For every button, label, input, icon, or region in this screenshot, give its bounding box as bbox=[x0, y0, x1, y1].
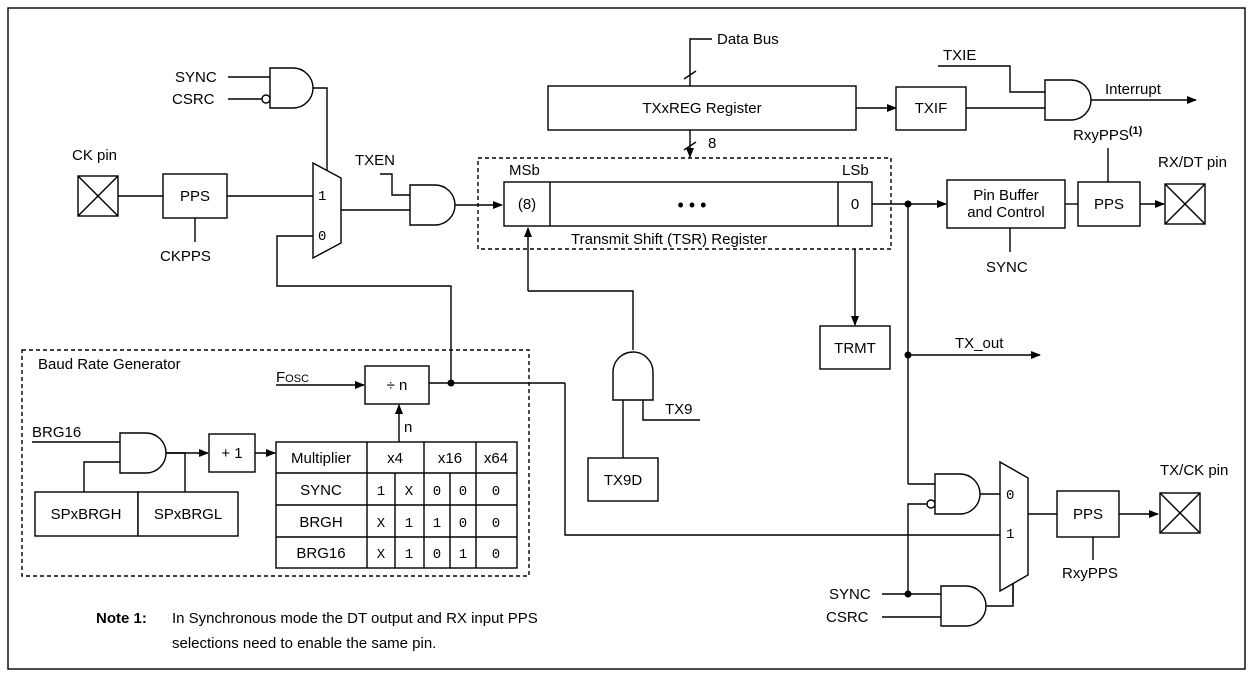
note-line-2: selections need to enable the same pin. bbox=[172, 635, 436, 652]
pin-buffer-label-1: Pin Buffer bbox=[973, 187, 1039, 204]
bus-width-label: 8 bbox=[708, 135, 716, 152]
pps-tx-block bbox=[1056, 490, 1120, 538]
and-gate-txen bbox=[409, 184, 456, 226]
table-cell: 0 bbox=[492, 484, 500, 500]
tsr-caption: Transmit Shift (TSR) Register bbox=[571, 231, 767, 248]
and-gate-brg16 bbox=[119, 432, 167, 474]
multiplier-header-x64: x64 bbox=[484, 450, 508, 467]
spxbrgl-label: SPxBRGL bbox=[154, 506, 222, 523]
tsr-register bbox=[503, 181, 873, 227]
spxbrgh-label: SPxBRGH bbox=[51, 506, 122, 523]
multiplier-header: Multiplier bbox=[291, 450, 351, 467]
table-row-brg16: BRG16 bbox=[296, 545, 345, 562]
pps-rx-block bbox=[1077, 181, 1141, 227]
interrupt-label: Interrupt bbox=[1105, 81, 1162, 98]
txreg-register bbox=[547, 85, 857, 131]
pin-buffer-control bbox=[946, 179, 1066, 229]
pps-tx-label: PPS bbox=[1073, 506, 1103, 523]
divide-by-n-block bbox=[364, 365, 430, 405]
plus-one-block bbox=[208, 433, 256, 473]
table-cell: X bbox=[377, 547, 386, 563]
rx-dt-pin-label: RX/DT pin bbox=[1158, 154, 1227, 171]
tx-ck-pin-label: TX/CK pin bbox=[1160, 462, 1228, 479]
rxypps-bottom-label: RxyPPS bbox=[1062, 565, 1118, 582]
plus-one-label: + 1 bbox=[221, 445, 242, 462]
lsb-label: LSb bbox=[842, 162, 869, 179]
txif-label: TXIF bbox=[915, 100, 948, 117]
trmt-label: TRMT bbox=[834, 340, 876, 357]
tx9-label: TX9 bbox=[665, 401, 693, 418]
table-cell: 1 bbox=[405, 547, 413, 563]
note-label: Note 1: bbox=[96, 610, 147, 627]
tx9d-register bbox=[587, 457, 659, 502]
tx9d-label: TX9D bbox=[604, 472, 643, 489]
table-cell: X bbox=[377, 516, 386, 532]
and-gate-tx-sync bbox=[934, 473, 981, 515]
spxbrgh-register bbox=[34, 491, 139, 537]
rxypps-label: RxyPPS(1) bbox=[1073, 125, 1143, 144]
txreg-label: TXxREG Register bbox=[642, 100, 761, 117]
msb-label: MSb bbox=[509, 162, 540, 179]
csrc-top-label: CSRC bbox=[172, 91, 215, 108]
csrc-inverter-bubble bbox=[261, 94, 271, 104]
table-row-sync: SYNC bbox=[300, 482, 342, 499]
table-cell: 1 bbox=[377, 484, 385, 500]
table-row-brgh: BRGH bbox=[299, 514, 342, 531]
trmt-flag bbox=[819, 325, 891, 370]
sync-top-label: SYNC bbox=[175, 69, 217, 86]
pin-buffer-label-2: and Control bbox=[967, 204, 1045, 221]
pps-ck-label: PPS bbox=[180, 188, 210, 205]
divide-by-n-label: ÷ n bbox=[387, 377, 408, 394]
mux-bottom-input-1: 1 bbox=[1006, 527, 1014, 543]
table-cell: X bbox=[405, 484, 414, 500]
tsr-bit-8: (8) bbox=[518, 196, 536, 213]
ckpps-label: CKPPS bbox=[160, 248, 211, 265]
mux-top-input-1: 1 bbox=[318, 189, 326, 205]
mux-top-input-0: 0 bbox=[318, 229, 326, 245]
and-gate-sync-csrc bbox=[269, 67, 314, 109]
table-cell: 0 bbox=[433, 484, 441, 500]
outer-frame bbox=[7, 7, 1246, 670]
table-cell: 0 bbox=[433, 547, 441, 563]
mux-tx-select bbox=[999, 460, 1029, 593]
mux-ck-select bbox=[312, 161, 342, 260]
data-bus-label: Data Bus bbox=[717, 31, 779, 48]
and-gate-interrupt bbox=[1044, 79, 1092, 121]
tsr-dots: • • • bbox=[678, 195, 707, 215]
txie-label: TXIE bbox=[943, 47, 976, 64]
mux-bottom-input-0: 0 bbox=[1006, 488, 1014, 504]
table-cell: 1 bbox=[459, 547, 467, 563]
n-label: n bbox=[404, 419, 412, 436]
junction-sync-bottom bbox=[904, 590, 912, 598]
table-cell: 0 bbox=[492, 516, 500, 532]
multiplier-header-x4: x4 bbox=[387, 450, 403, 467]
and-gate-tx9 bbox=[612, 351, 654, 401]
table-cell: 1 bbox=[405, 516, 413, 532]
baud-rate-generator-outline bbox=[21, 349, 530, 577]
fosc-label: FOSC bbox=[276, 369, 309, 386]
pps-ck-block bbox=[162, 173, 228, 219]
brg16-label: BRG16 bbox=[32, 424, 81, 441]
sync-bottom-label: SYNC bbox=[829, 586, 871, 603]
ck-pin-label: CK pin bbox=[72, 147, 117, 164]
note-line-1: In Synchronous mode the DT output and RX… bbox=[172, 610, 538, 627]
csrc-bottom-label: CSRC bbox=[826, 609, 869, 626]
sync-buffer-label: SYNC bbox=[986, 259, 1028, 276]
pps-rx-label: PPS bbox=[1094, 196, 1124, 213]
table-cell: 0 bbox=[459, 484, 467, 500]
sync-inverter-bubble bbox=[926, 499, 936, 509]
tsr-bit-0: 0 bbox=[851, 196, 859, 213]
txen-label: TXEN bbox=[355, 152, 395, 169]
table-cell: 0 bbox=[492, 547, 500, 563]
table-cell: 0 bbox=[459, 516, 467, 532]
table-cell: 1 bbox=[433, 516, 441, 532]
junction-baud-out bbox=[447, 379, 455, 387]
tx-out-label: TX_out bbox=[955, 335, 1004, 352]
baud-rate-generator-label: Baud Rate Generator bbox=[38, 356, 181, 373]
and-gate-sync-csrc-bottom bbox=[940, 585, 987, 627]
spxbrgl-register bbox=[137, 491, 239, 537]
multiplier-header-x16: x16 bbox=[438, 450, 462, 467]
